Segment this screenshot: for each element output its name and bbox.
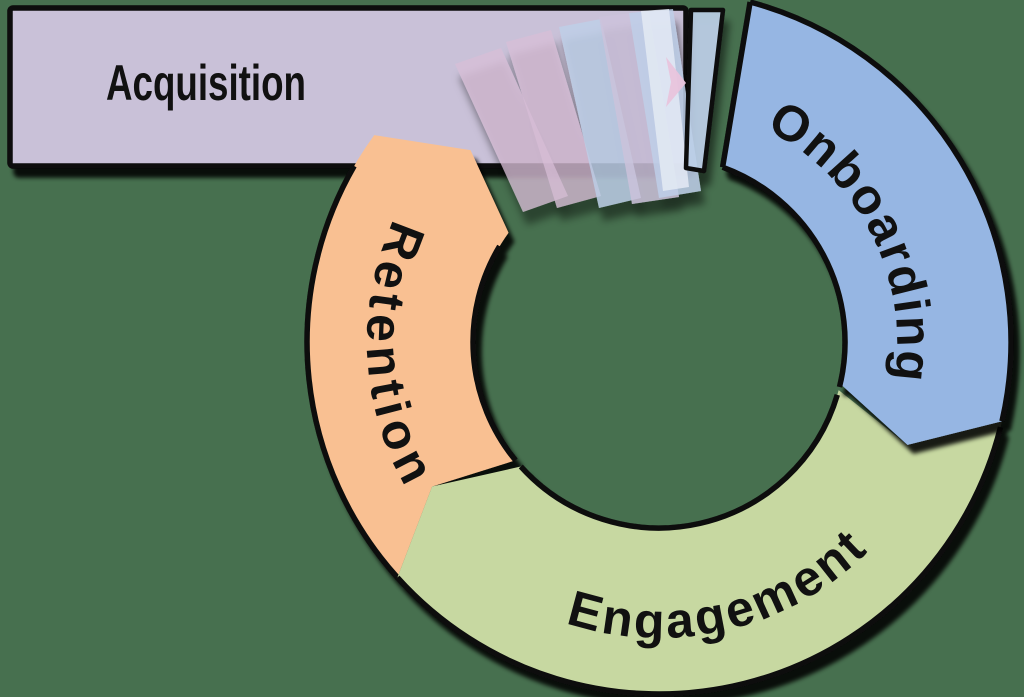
morph-wedge-pink-2 — [506, 30, 601, 208]
morph-wedge-pink-1 — [455, 48, 568, 212]
engagement-arc — [397, 390, 1003, 695]
segment-onboarding — [719, 0, 1014, 445]
acquisition-label: Acquisition — [106, 55, 306, 111]
morph-wedge-blue-outlined — [683, 7, 726, 174]
segment-engagement — [395, 390, 1004, 697]
morph-wedge-white — [641, 9, 689, 191]
morph-arrow-tip — [666, 57, 686, 107]
retention-arc-outline — [304, 164, 518, 580]
retention-arc — [306, 135, 516, 578]
onboarding-arc — [722, 2, 1012, 445]
morph-wedges — [455, 7, 726, 212]
morph-wedge-blue-1 — [559, 19, 641, 208]
engagement-arc-outline — [395, 394, 1004, 697]
onboarding-arc-outline — [719, 0, 1014, 422]
segment-retention — [304, 135, 518, 580]
